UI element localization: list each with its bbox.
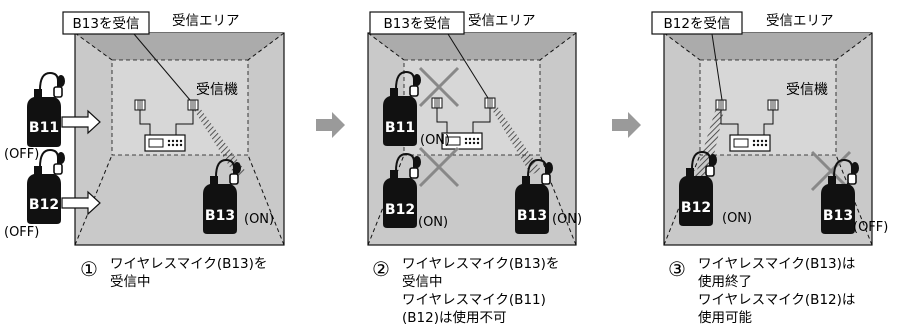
step-number: ③: [668, 257, 686, 281]
mic-id: B13: [823, 208, 853, 224]
caption-line: ワイヤレスマイク(B12)は: [698, 292, 855, 308]
area-label: 受信エリア: [172, 13, 240, 29]
panel-3: B12を受信 受信エリア 受信機 B12 (ON) B13 (OFF) ③ ワイ…: [651, 11, 888, 326]
step-number: ②: [372, 257, 390, 281]
receiver-label: 受信機: [196, 82, 238, 98]
caption-line: ワイヤレスマイク(B13)を: [402, 256, 559, 272]
caption-line: 受信中: [110, 274, 151, 290]
antenna-icon: [187, 99, 199, 111]
blocked-x-icon: [418, 146, 460, 188]
receive-tag: B13を受信: [73, 16, 140, 32]
blocked-x-icon: [810, 150, 852, 192]
signal-beam: [194, 108, 246, 177]
mic-state: (OFF): [4, 147, 39, 162]
caption-line: (B12)は使用不可: [402, 309, 506, 326]
mic-id: B11: [385, 120, 415, 136]
mic-id: B13: [517, 208, 547, 224]
mic-state: (OFF): [853, 220, 888, 235]
signal-beam: [694, 108, 724, 182]
next-step-arrow: [316, 112, 345, 138]
step-number: ①: [80, 257, 98, 281]
mic-state: (ON): [552, 212, 582, 227]
mic-id: B13: [205, 208, 235, 224]
receiver-icon: [144, 134, 186, 152]
next-step-arrow: [612, 112, 641, 138]
area-label: 受信エリア: [468, 13, 536, 29]
caption-line: 使用終了: [698, 273, 752, 290]
arrow-icon: [61, 109, 101, 135]
receive-tag: B12を受信: [664, 16, 731, 32]
mic-state: (OFF): [4, 225, 39, 240]
caption-line: ワイヤレスマイク(B13)を: [110, 256, 267, 272]
antenna-icon: [134, 99, 146, 111]
caption-line: 使用可能: [698, 309, 752, 326]
mic-id: B11: [29, 120, 59, 136]
panel-2: B13を受信 受信エリア B11 (ON) B12 (ON) B13 (ON) …: [367, 11, 582, 326]
signal-beam: [491, 106, 541, 175]
receive-tag: B13を受信: [384, 16, 451, 32]
panel-1: B13を受信 受信エリア 受信機 B11 (OFF) B12 (OFF) B13…: [4, 11, 285, 290]
mic-state: (ON): [420, 133, 450, 148]
caption-line: ワイヤレスマイク(B13)は: [698, 256, 855, 272]
antenna-icon: [484, 97, 496, 109]
caption-line: ワイヤレスマイク(B11): [402, 292, 546, 308]
antenna-icon: [767, 99, 779, 111]
receiver-icon: [729, 134, 771, 152]
blocked-x-icon: [418, 66, 460, 108]
receiver-label: 受信機: [786, 82, 828, 98]
arrow-icon: [61, 190, 101, 216]
area-label: 受信エリア: [766, 13, 834, 29]
mic-id: B12: [385, 202, 415, 218]
mic-state: (ON): [722, 211, 752, 226]
mic-id: B12: [681, 200, 711, 216]
caption-line: 受信中: [402, 274, 443, 290]
mic-state: (ON): [418, 215, 448, 230]
antenna-icon: [431, 97, 443, 109]
mic-state: (ON): [244, 212, 274, 227]
mic-id: B12: [29, 197, 59, 213]
